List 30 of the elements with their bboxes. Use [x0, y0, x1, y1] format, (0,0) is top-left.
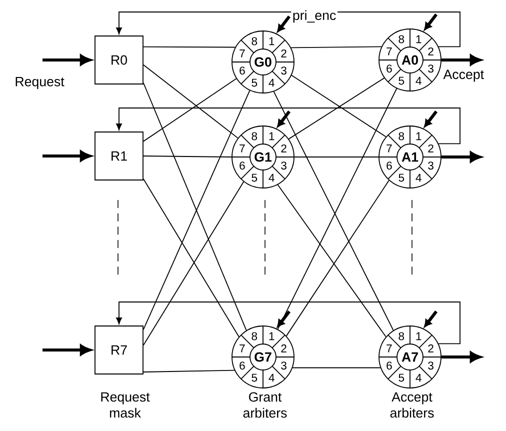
edge-label: pri_enc	[291, 8, 338, 24]
register-box: R0	[94, 36, 144, 84]
edge-label: Accept	[442, 68, 486, 84]
arrow	[424, 110, 438, 128]
arrow	[116, 108, 460, 144]
arrow	[116, 302, 460, 344]
register-box: R7	[94, 326, 144, 374]
register-box: R1	[94, 132, 144, 180]
arbiter-wheel: A0 8 1 7 2 6 3 5 4	[378, 28, 442, 92]
arbiter-wheel: G0 8 1 7 2 6 3 5 4	[232, 30, 294, 94]
connector-line	[143, 156, 232, 158]
arrow	[277, 110, 291, 128]
arrow	[424, 14, 438, 30]
connector-line	[143, 46, 236, 48]
arbiter-wheel: A1 8 1 7 2 6 3 5 4	[378, 126, 442, 188]
arbiter-wheel: A7 8 1 7 2 6 3 5 4	[378, 326, 442, 388]
connector-line	[143, 64, 238, 139]
arbiter-wheel: G1 8 1 7 2 6 3 5 4	[232, 126, 294, 188]
connector-line	[290, 46, 382, 48]
edge-label: Request	[13, 76, 66, 90]
column-caption: Request mask	[101, 392, 150, 418]
arrow	[277, 16, 291, 32]
connector-line	[143, 78, 237, 142]
connector-line	[143, 370, 235, 372]
connector-line	[294, 156, 379, 158]
connector-line	[292, 367, 381, 368]
arrow	[277, 310, 291, 328]
arrow	[116, 12, 460, 48]
arbiter-wheel: G7 8 1 7 2 6 3 5 4	[232, 326, 294, 388]
arrow	[424, 310, 438, 328]
